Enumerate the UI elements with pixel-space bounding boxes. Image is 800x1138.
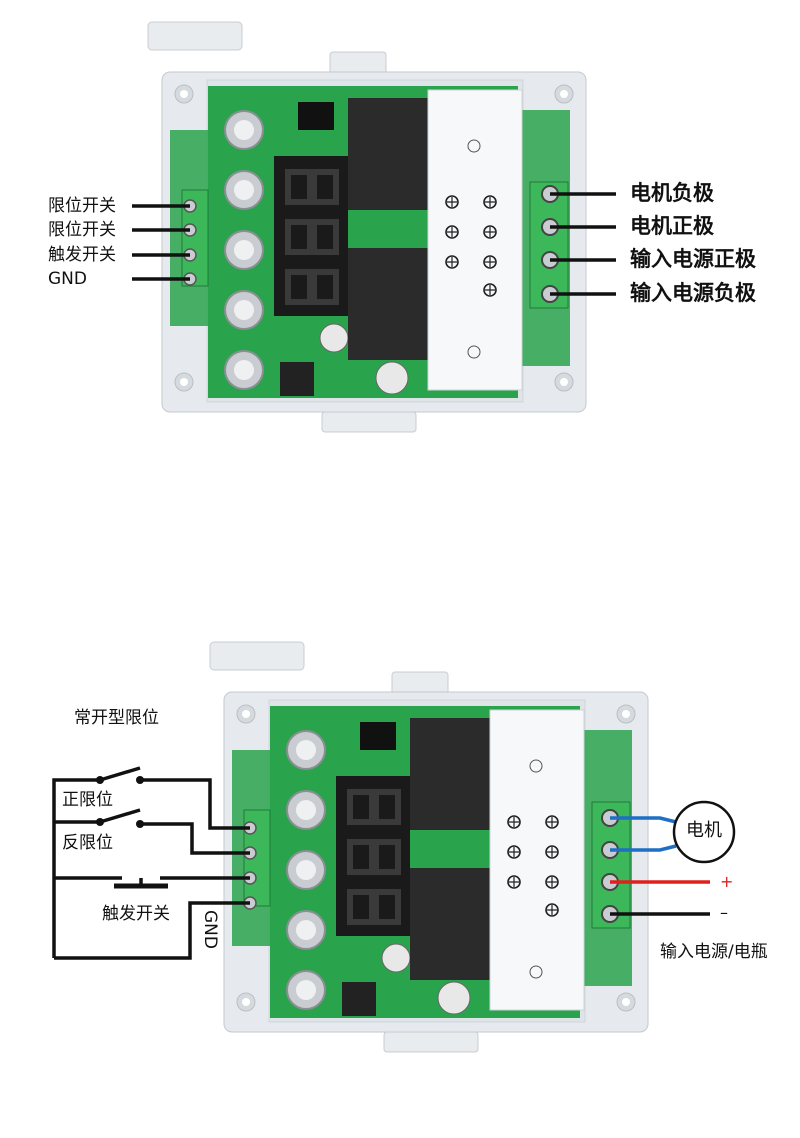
top-leader-lines [132,192,616,296]
label-nc-limit-title: 常开型限位 [74,708,159,728]
motor-symbol [672,800,736,864]
label-power-negative: 输入电源负极 [630,281,756,305]
label-trigger-switch-bottom: 触发开关 [102,904,170,924]
label-gnd: GND [48,269,87,289]
label-trigger-switch: 触发开关 [48,245,116,265]
label-motor-positive: 电机正极 [630,214,714,238]
label-motor-negative: 电机负极 [630,181,714,205]
label-power-positive: 输入电源正极 [630,247,756,271]
bottom-right-terminal-screws [601,809,619,923]
label-power-source: 输入电源/电瓶 [660,942,768,962]
bottom-switch-wiring [52,766,250,960]
label-reverse-limit: 反限位 [62,833,113,853]
switch-contacts [96,776,144,828]
label-gnd-bottom: GND [200,910,220,949]
label-limit-switch-1: 限位开关 [48,196,116,216]
label-forward-limit: 正限位 [62,790,113,810]
bottom-board [210,642,648,1052]
motor-wiring [610,816,677,852]
label-minus: – [720,903,728,922]
label-motor: 电机 [686,820,722,841]
top-board [148,22,586,432]
label-plus: + [720,872,734,891]
label-limit-switch-2: 限位开关 [48,220,116,240]
